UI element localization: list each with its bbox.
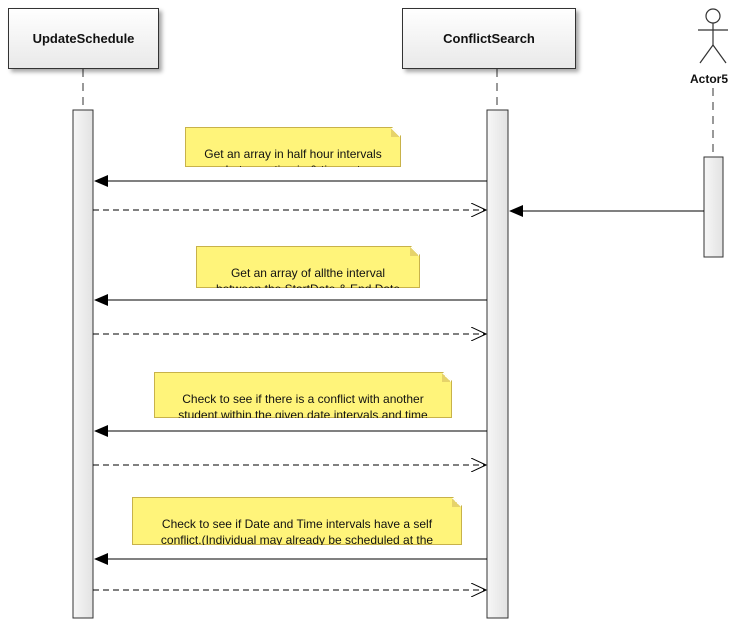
note-1: Get an array in half hour intervals betw… <box>185 127 401 167</box>
activation-bar-update-schedule <box>72 109 94 619</box>
lifeline-head-conflict-search: ConflictSearch <box>402 8 576 69</box>
actor-figure-icon <box>698 8 728 64</box>
note-4: Check to see if Date and Time intervals … <box>132 497 462 545</box>
actor-label: Actor5 <box>690 72 729 86</box>
activation-bar-actor <box>703 156 724 258</box>
lifeline-head-update-schedule: UpdateSchedule <box>8 8 159 69</box>
lifeline-title-conflict-search: ConflictSearch <box>443 31 535 46</box>
note-2: Get an array of allthe interval between … <box>196 246 420 288</box>
activation-bar-conflict-search <box>486 109 509 619</box>
lifeline-title-update-schedule: UpdateSchedule <box>32 31 135 46</box>
note-3: Check to see if there is a conflict with… <box>154 372 452 418</box>
